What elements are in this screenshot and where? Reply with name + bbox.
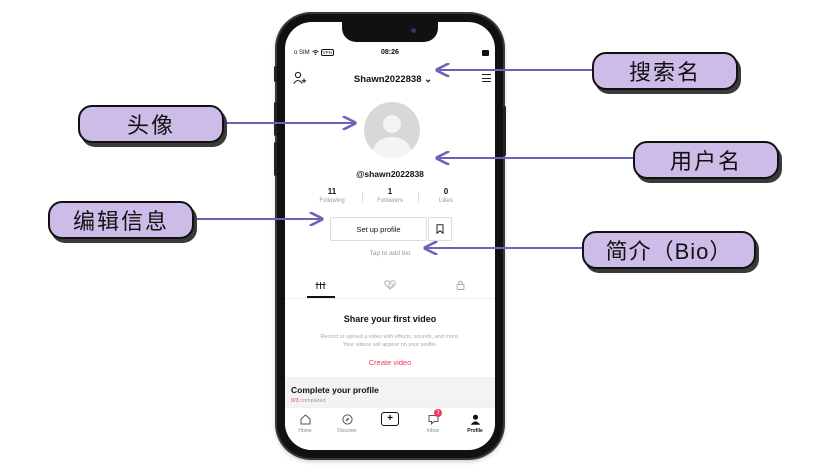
callout-edit-info: 编辑信息 bbox=[48, 201, 194, 239]
stat-divider bbox=[418, 192, 419, 202]
battery-icon bbox=[482, 50, 489, 56]
add-user-icon[interactable] bbox=[293, 71, 307, 85]
phone-frame: o SIM VPN 08:26 Shawn2022838 ⌄ @shawn202… bbox=[274, 14, 506, 458]
stat-value: 0 bbox=[443, 187, 449, 196]
chevron-down-icon: ⌄ bbox=[424, 74, 433, 85]
nav-create[interactable]: + bbox=[372, 412, 408, 426]
liked-videos-icon bbox=[384, 280, 396, 290]
stat-following[interactable]: 11 Following bbox=[307, 187, 357, 204]
setup-profile-button[interactable]: Set up profile bbox=[330, 217, 427, 241]
nav-label: Inbox bbox=[426, 428, 440, 434]
callout-avatar: 头像 bbox=[78, 105, 224, 143]
plus-icon: + bbox=[381, 412, 399, 426]
progress-count: 0/3 bbox=[291, 398, 299, 404]
tab-videos[interactable] bbox=[285, 272, 355, 298]
avatar-body-silhouette bbox=[373, 137, 411, 158]
stat-value: 1 bbox=[387, 187, 393, 196]
menu-icon[interactable] bbox=[482, 74, 491, 83]
nav-home[interactable]: Home bbox=[287, 412, 323, 434]
create-video-link[interactable]: Create video bbox=[368, 358, 412, 367]
bookmark-button[interactable] bbox=[428, 217, 452, 241]
stat-value: 11 bbox=[327, 187, 337, 196]
avatar[interactable] bbox=[364, 102, 420, 158]
callout-username: 用户名 bbox=[633, 141, 779, 179]
tab-liked[interactable] bbox=[355, 272, 425, 298]
home-icon bbox=[300, 413, 310, 424]
status-time: 08:26 bbox=[381, 49, 399, 56]
nav-label: Home bbox=[298, 428, 312, 434]
callout-search-name: 搜索名 bbox=[592, 52, 738, 90]
complete-profile-title: Complete your profile bbox=[291, 385, 379, 395]
notch bbox=[342, 22, 438, 42]
complete-profile-progress: 0/3 completed bbox=[291, 398, 326, 404]
profile-icon bbox=[470, 414, 480, 425]
carrier-label: o SIM bbox=[294, 49, 310, 56]
tab-private[interactable] bbox=[425, 272, 495, 298]
nav-profile[interactable]: Profile bbox=[457, 412, 493, 434]
stat-label: Following bbox=[319, 198, 345, 204]
empty-state-title: Share your first video bbox=[343, 314, 437, 324]
nav-label: Discover bbox=[337, 428, 357, 434]
status-carrier: o SIM VPN bbox=[294, 49, 334, 56]
nav-label: Profile bbox=[467, 428, 483, 434]
inbox-badge: 3 bbox=[434, 409, 442, 417]
power-button bbox=[503, 106, 506, 156]
bottom-nav: Home Discover + 3 Inbox Profile bbox=[285, 407, 495, 450]
profile-handle: @shawn2022838 bbox=[356, 169, 424, 179]
stat-followers[interactable]: 1 Followers bbox=[365, 187, 415, 204]
compass-icon bbox=[341, 413, 353, 425]
callout-bio: 简介（Bio） bbox=[582, 231, 756, 269]
vpn-badge: VPN bbox=[320, 49, 334, 56]
username-switcher[interactable]: Shawn2022838 ⌄ bbox=[341, 74, 445, 85]
bio-placeholder[interactable]: Tap to add bio bbox=[369, 250, 411, 257]
username-title: Shawn2022838 bbox=[353, 74, 422, 85]
wifi-icon bbox=[311, 50, 319, 55]
mute-switch bbox=[274, 66, 277, 82]
lock-icon bbox=[456, 280, 464, 290]
stat-label: Likes bbox=[438, 198, 453, 204]
grid-icon bbox=[315, 281, 325, 289]
empty-state-description: Record or upload a video with effects, s… bbox=[320, 334, 460, 348]
volume-down-button bbox=[274, 142, 277, 176]
volume-up-button bbox=[274, 102, 277, 136]
progress-suffix: completed bbox=[298, 398, 326, 404]
nav-discover[interactable]: Discover bbox=[329, 412, 365, 434]
phone-screen: o SIM VPN 08:26 Shawn2022838 ⌄ @shawn202… bbox=[285, 22, 495, 450]
nav-inbox[interactable]: 3 Inbox bbox=[415, 409, 451, 434]
bookmark-icon bbox=[436, 224, 444, 234]
avatar-head-silhouette bbox=[383, 115, 401, 133]
stat-divider bbox=[362, 192, 363, 202]
active-tab-indicator bbox=[307, 296, 335, 298]
profile-tabs bbox=[285, 272, 495, 299]
front-camera bbox=[411, 28, 416, 33]
stat-label: Followers bbox=[377, 198, 403, 204]
stat-likes[interactable]: 0 Likes bbox=[421, 187, 471, 204]
